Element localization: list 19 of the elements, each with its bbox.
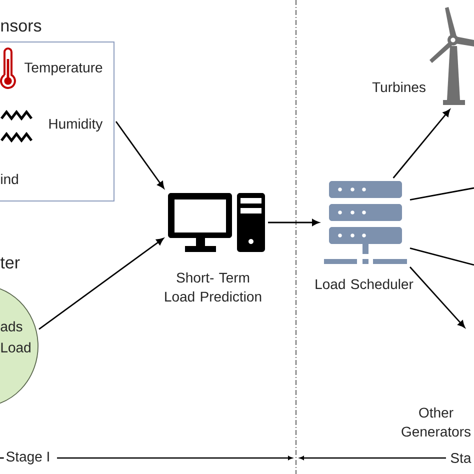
circle-node: ads Load	[0, 288, 38, 404]
arrow	[392, 109, 450, 178]
sensor-label: Humidity	[49, 118, 103, 132]
connector-line	[410, 187, 474, 201]
arrow	[38, 238, 164, 330]
connector-line	[410, 248, 474, 266]
sensor-label: Temperature	[24, 62, 102, 76]
stage-label: Stage I	[4, 450, 52, 466]
stage-label: Sta	[449, 452, 472, 464]
heading-text: ter	[0, 257, 20, 269]
caption-text: Other Generators	[402, 407, 470, 437]
sensor-label: ind	[1, 174, 18, 184]
heading-text: nsors	[1, 22, 42, 32]
icon-caption: Load Scheduler	[316, 278, 414, 290]
arrow	[409, 266, 466, 328]
icon-caption: Short- Term Load Prediction	[165, 272, 262, 302]
arrow	[268, 219, 320, 226]
arrow	[115, 121, 164, 189]
icon-caption: Turbines	[372, 82, 426, 92]
